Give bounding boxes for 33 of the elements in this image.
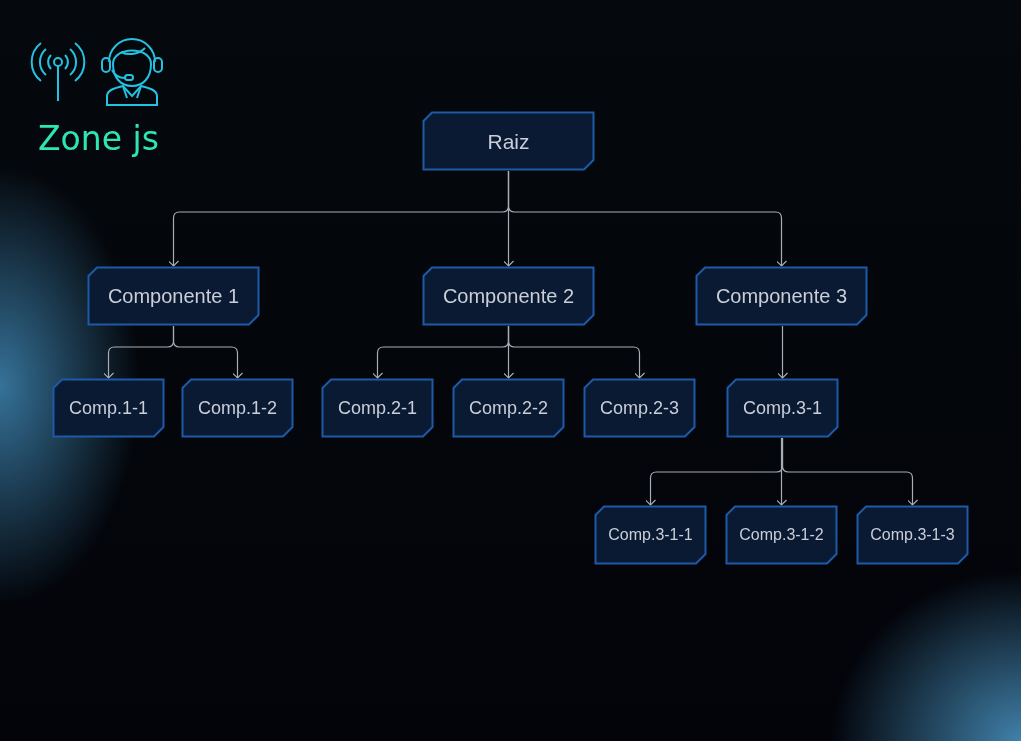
node-label: Componente 1: [107, 286, 240, 306]
component-box: [726, 378, 839, 438]
title: Zone js: [38, 122, 159, 155]
node-label: Comp.1-1: [69, 399, 148, 417]
node-label: Comp.3-1-1: [608, 527, 693, 543]
node-label: Comp.3-1-2: [739, 527, 824, 543]
node-label: Comp.3-1: [743, 399, 822, 417]
component-box: [321, 378, 434, 438]
node-label: Comp.1-2: [198, 399, 277, 417]
node-label: Comp.2-2: [469, 399, 548, 417]
component-box: [856, 505, 969, 565]
node-label: Raiz: [487, 130, 530, 152]
connector-arrow: [507, 325, 646, 379]
connector-arrow: [776, 325, 789, 379]
component-box: [725, 505, 838, 565]
connector-arrow: [172, 325, 244, 379]
connector-arrow: [781, 437, 919, 506]
component-box: [583, 378, 696, 438]
node-label: Componente 3: [715, 286, 848, 306]
connector-arrow: [775, 437, 788, 506]
connector-arrow: [507, 170, 788, 267]
node-label: Componente 2: [442, 286, 575, 306]
component-box: [452, 378, 565, 438]
component-box: [695, 266, 868, 326]
component-box: [594, 505, 707, 565]
component-box: [422, 266, 595, 326]
component-box: [52, 378, 165, 438]
node-label: Comp.3-1-3: [870, 527, 955, 543]
component-box: [422, 111, 595, 171]
component-box: [87, 266, 260, 326]
node-label: Comp.2-3: [600, 399, 679, 417]
component-box: [181, 378, 294, 438]
node-label: Comp.2-1: [338, 399, 417, 417]
